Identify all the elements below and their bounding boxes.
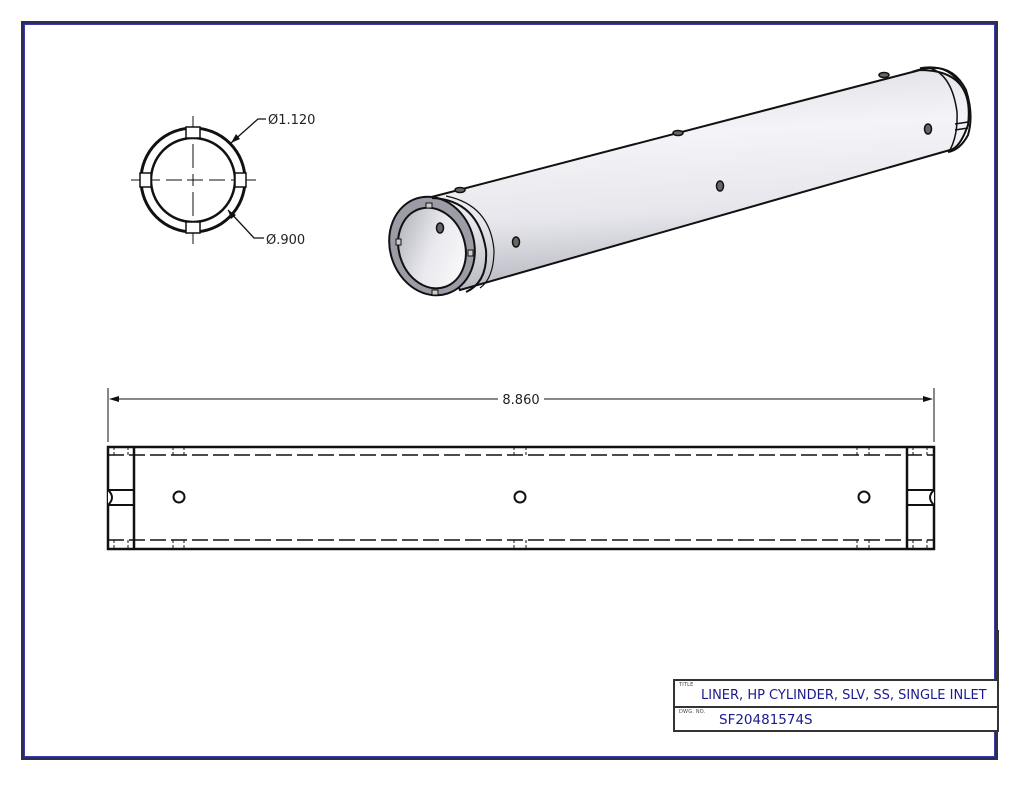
overall-length-label: 8.860 [502, 393, 539, 408]
title-label: TITLE [679, 682, 694, 688]
dwg-no-label: DWG. NO. [679, 709, 706, 715]
inner-diameter-label: Ø.900 [266, 233, 305, 248]
drawing-title: LINER, HP CYLINDER, SLV, SS, SINGLE INLE… [701, 688, 987, 703]
title-block-side-bar [996, 630, 999, 680]
side-view [106, 388, 936, 551]
title-block: TITLE LINER, HP CYLINDER, SLV, SS, SINGL… [673, 679, 999, 732]
end-view [131, 116, 266, 244]
dwg-no-row: DWG. NO. SF20481574S [675, 708, 997, 730]
isometric-view [388, 66, 972, 297]
title-row: TITLE LINER, HP CYLINDER, SLV, SS, SINGL… [675, 681, 997, 708]
drawing-border [21, 21, 998, 760]
outer-diameter-label: Ø1.120 [268, 113, 315, 128]
drawing-number: SF20481574S [719, 712, 813, 728]
